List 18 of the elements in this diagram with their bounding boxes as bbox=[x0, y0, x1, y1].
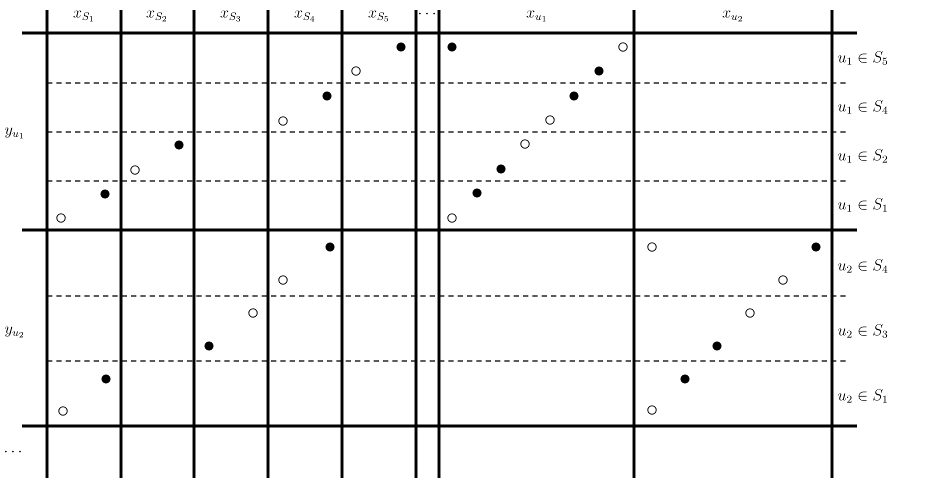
set-label: $u_2 \in S_3$ bbox=[838, 324, 888, 338]
column-header: $x_{S_4}$ bbox=[294, 10, 314, 22]
set-label: $u_1 \in S_1$ bbox=[838, 198, 887, 212]
column-header: $x_{S_5}$ bbox=[368, 10, 388, 22]
set-label: $u_1 \in S_2$ bbox=[838, 149, 888, 163]
set-label: $u_1 \in S_5$ bbox=[838, 51, 888, 65]
column-header: $x_{u_1}$ bbox=[526, 10, 546, 22]
row-label: $y_{u_2}$ bbox=[5, 326, 24, 338]
set-label: $u_2 \in S_1$ bbox=[838, 388, 887, 403]
ellipsis: $\cdots$ bbox=[5, 450, 21, 452]
set-label: $u_2 \in S_4$ bbox=[838, 259, 888, 273]
row-label: $y_{u_1}$ bbox=[5, 127, 23, 138]
column-header: $x_{u_2}$ bbox=[722, 10, 742, 22]
column-header: $x_{S_1}$ bbox=[73, 10, 93, 22]
column-header: $x_{S_2}$ bbox=[146, 10, 166, 22]
column-header: $x_{S_3}$ bbox=[220, 10, 240, 22]
ellipsis: $\cdots$ bbox=[419, 12, 435, 14]
set-label: $u_1 \in S_4$ bbox=[838, 100, 888, 114]
